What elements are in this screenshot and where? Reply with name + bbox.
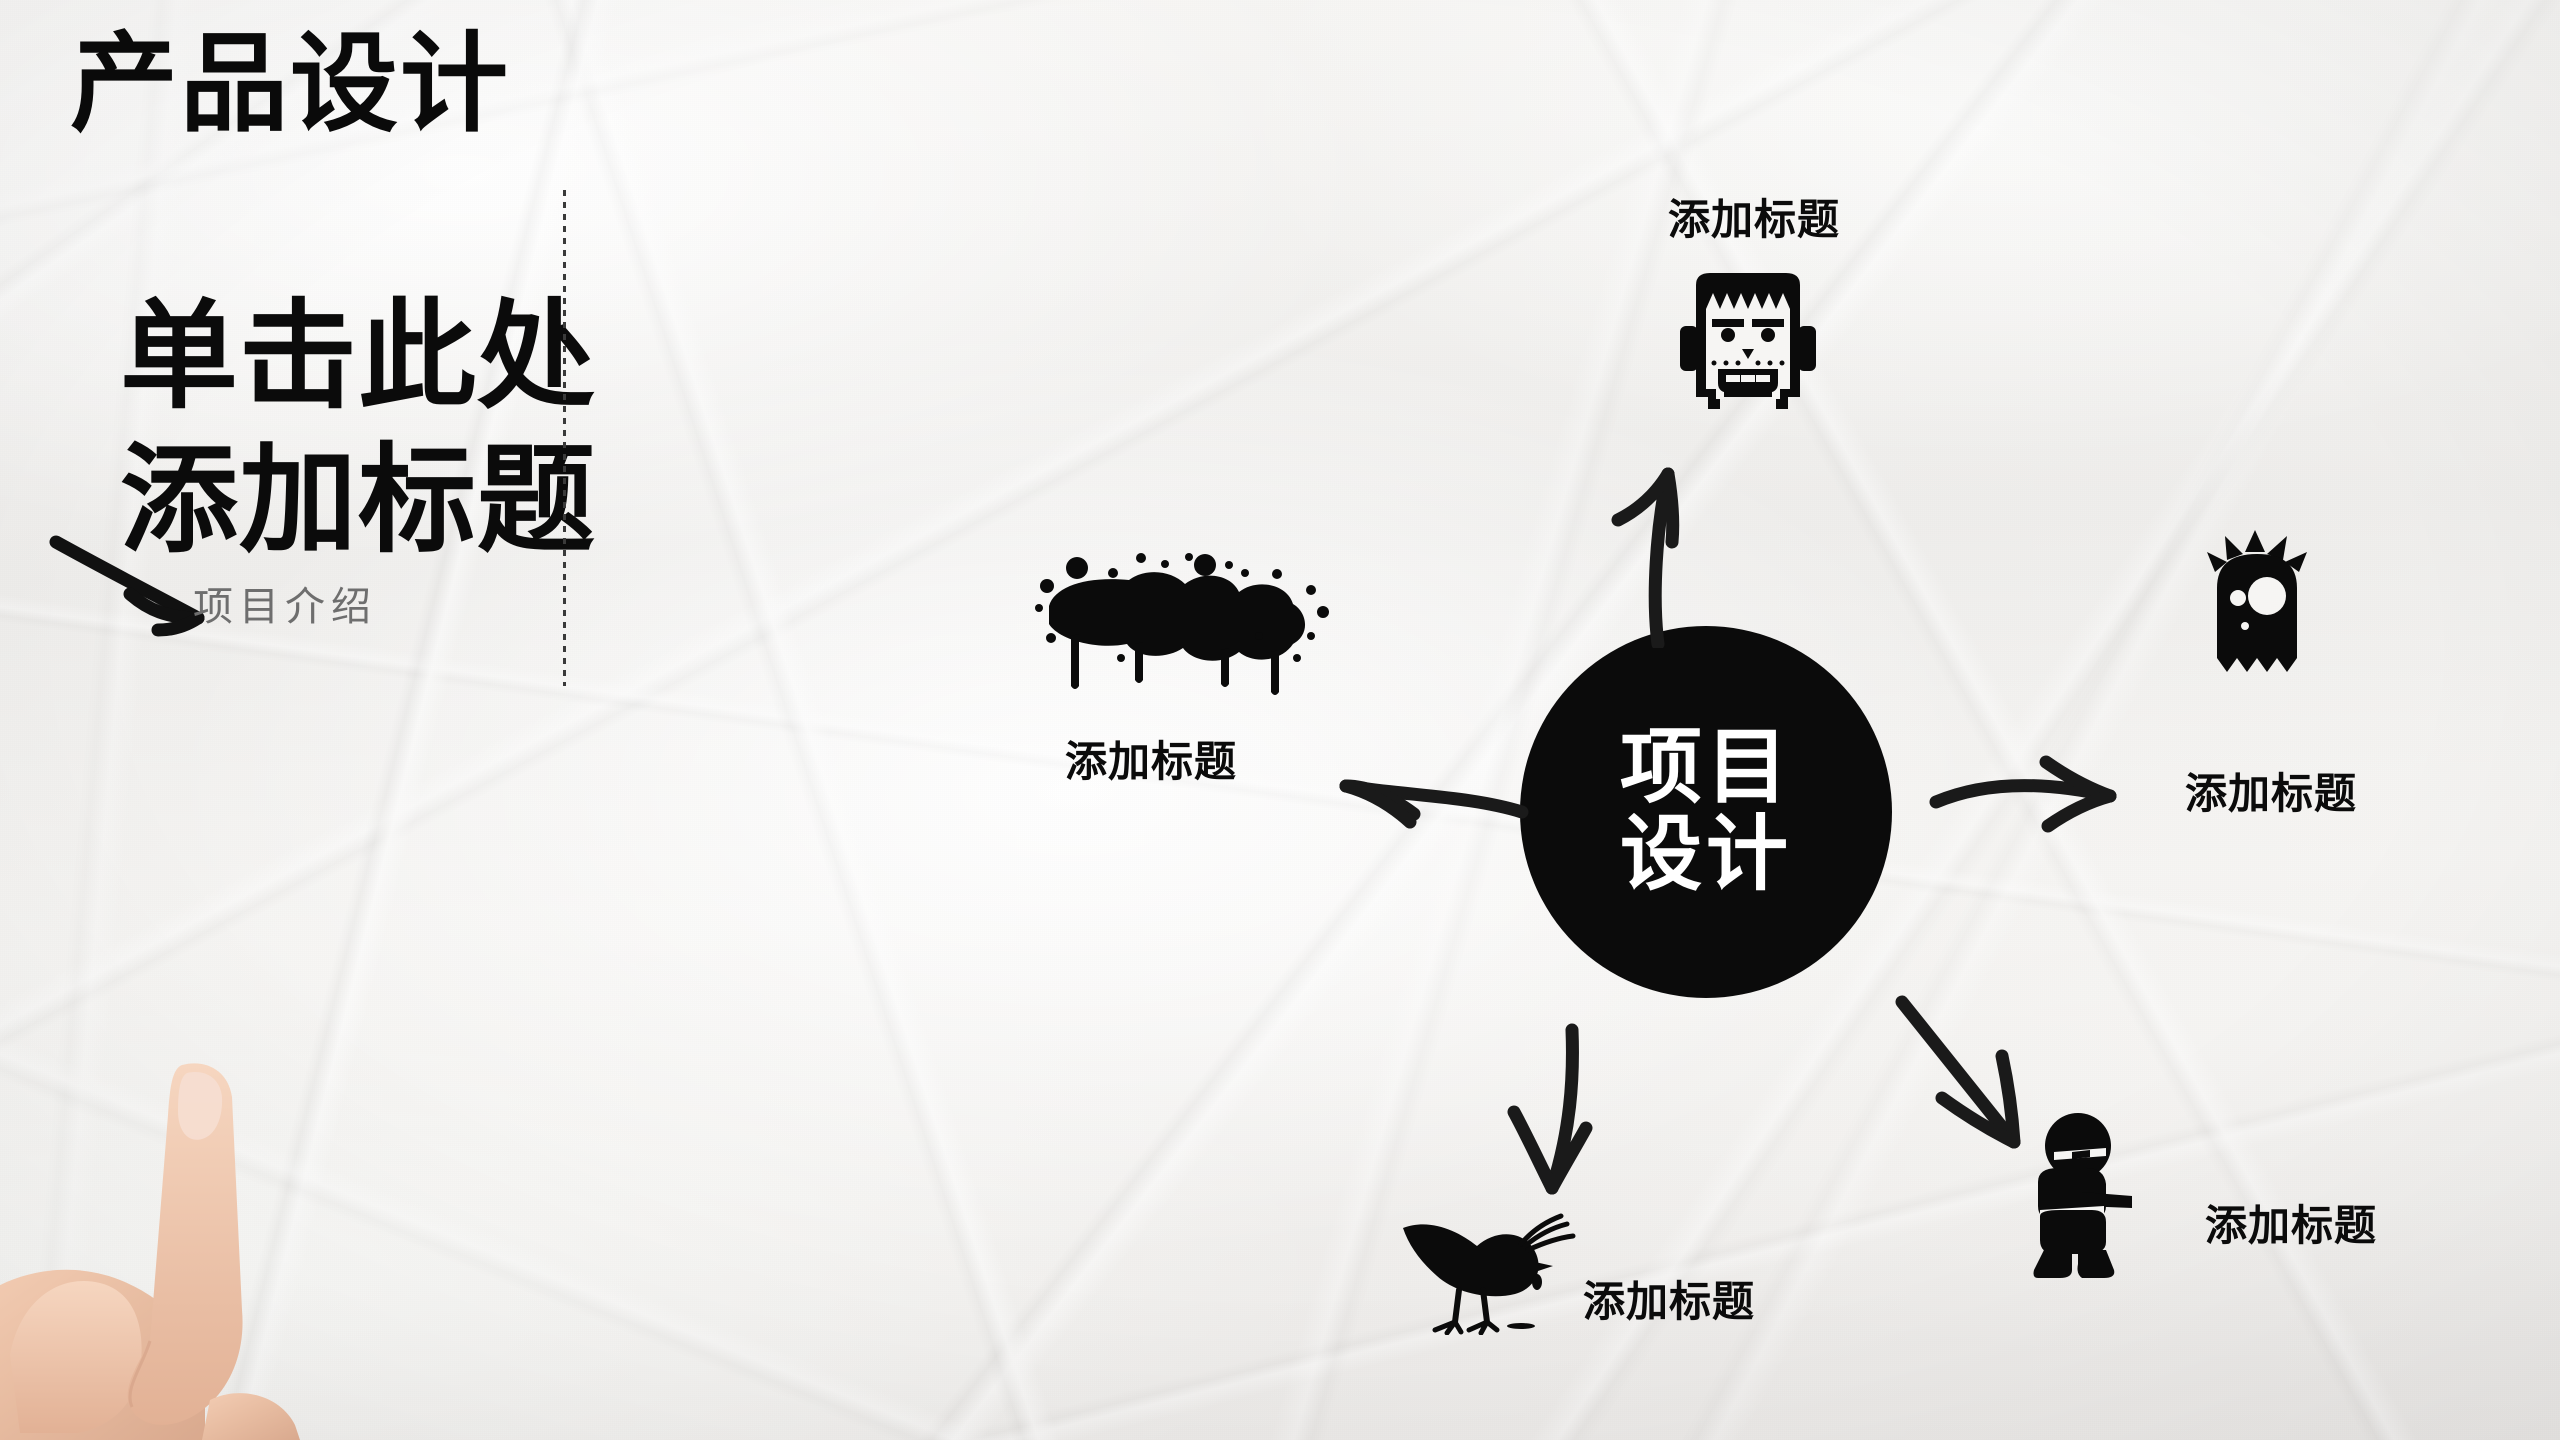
headline-line-2: 添加标题 bbox=[120, 434, 597, 567]
center-node-line-1: 项目 bbox=[1619, 722, 1792, 814]
crouching-person-icon[interactable] bbox=[2020, 1110, 2140, 1280]
node-label-right: 添加标题 bbox=[2185, 770, 2358, 817]
arrow-right-icon bbox=[1929, 755, 2117, 833]
center-node-circle[interactable]: 项目 设计 bbox=[1520, 626, 1892, 998]
node-label-bottom: 添加标题 bbox=[1583, 1278, 1756, 1325]
ink-splatter-icon[interactable] bbox=[1025, 540, 1355, 700]
slide-title: 产品设计 bbox=[70, 23, 511, 144]
center-node-line-2: 设计 bbox=[1619, 809, 1792, 900]
pointing-hand-image bbox=[0, 1063, 300, 1440]
subtitle-text: 项目介绍 bbox=[193, 585, 377, 629]
node-label-left: 添加标题 bbox=[1065, 738, 1238, 785]
arrow-down-right-icon bbox=[1895, 995, 2021, 1149]
node-label-bottom-right: 添加标题 bbox=[2205, 1202, 2378, 1249]
bird-icon[interactable] bbox=[1395, 1190, 1585, 1335]
dotted-vertical-divider bbox=[563, 190, 566, 686]
frankenstein-monster-icon[interactable] bbox=[1680, 271, 1816, 431]
headline-line-1: 单击此处 bbox=[120, 291, 597, 423]
headline-block: 单击此处 添加标题 bbox=[120, 286, 596, 574]
node-label-top: 添加标题 bbox=[1668, 196, 1841, 243]
arrow-up-icon bbox=[1611, 467, 1680, 648]
arrow-left-icon bbox=[1339, 779, 1529, 829]
arrow-down-icon bbox=[1507, 1023, 1593, 1195]
spiky-ghost-monster-icon[interactable] bbox=[2205, 530, 2317, 690]
subtitle-pointer-arrow-icon bbox=[49, 535, 205, 637]
